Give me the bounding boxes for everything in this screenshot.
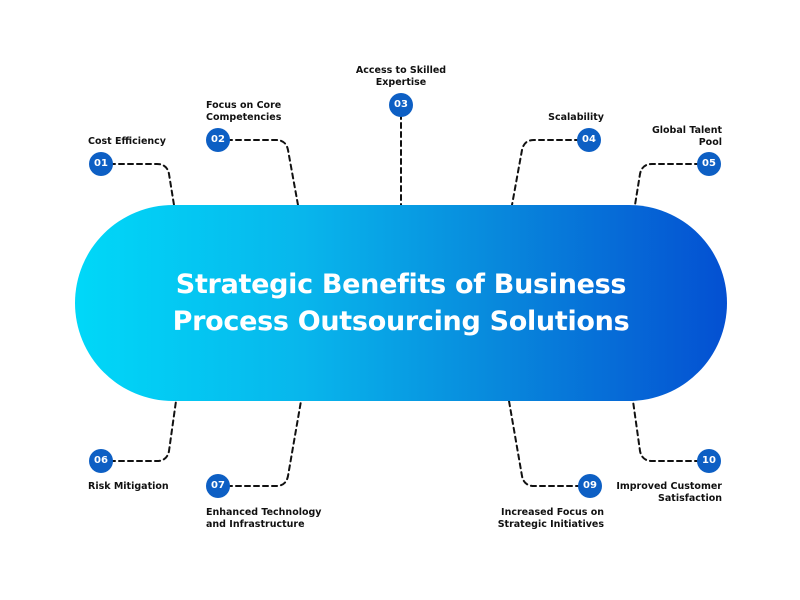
benefit-label-02: Focus on Core Competencies — [206, 100, 281, 124]
benefit-label-07-line-2: and Infrastructure — [206, 519, 305, 530]
connector-07 — [217, 400, 302, 487]
benefit-badge-07: 07 — [206, 474, 230, 498]
benefit-label-06: Risk Mitigation — [88, 481, 169, 493]
benefit-badge-10: 10 — [697, 449, 721, 473]
benefit-label-04-line-1: Scalability — [548, 112, 604, 123]
benefit-label-03-line-2: Expertise — [375, 77, 427, 88]
benefit-badge-06: 06 — [89, 449, 113, 473]
benefit-label-01-line-1: Cost Efficiency — [88, 136, 167, 147]
benefit-badge-04: 04 — [577, 128, 601, 152]
benefit-label-03-line-1: Access to Skilled — [355, 65, 447, 76]
benefit-badge-03: 03 — [389, 93, 413, 117]
benefit-badge-05: 05 — [697, 152, 721, 176]
benefit-label-02-line-2: Competencies — [206, 112, 282, 123]
benefit-label-03: Access to Skilled Expertise — [356, 65, 446, 89]
benefit-label-05-line-1: Global Talent — [651, 125, 722, 136]
benefit-label-10-line-1: Improved Customer — [616, 481, 722, 492]
diagram-title-line-2: Process Outsourcing Solutions — [172, 306, 630, 337]
benefit-label-07: Enhanced Technology and Infrastructure — [206, 507, 322, 531]
diagram-title: Strategic Benefits of Business Process O… — [141, 266, 661, 340]
benefit-label-09: Increased Focus on Strategic Initiatives — [498, 507, 604, 531]
benefit-label-04: Scalability — [548, 112, 604, 124]
connector-01 — [100, 163, 175, 206]
benefit-label-05-line-2: Pool — [698, 137, 722, 148]
connector-05 — [634, 163, 710, 206]
benefit-badge-01: 01 — [89, 152, 113, 176]
benefit-label-09-line-1: Increased Focus on — [501, 507, 604, 518]
benefit-badge-09: 09 — [578, 474, 602, 498]
benefit-label-07-line-1: Enhanced Technology — [206, 507, 322, 518]
benefit-label-02-line-1: Focus on Core — [206, 100, 282, 111]
diagram-title-line-1: Strategic Benefits of Business — [175, 269, 627, 300]
benefit-badge-02: 02 — [206, 128, 230, 152]
connector-04 — [511, 139, 590, 206]
connector-10 — [632, 400, 710, 462]
connector-02 — [217, 139, 299, 206]
central-title-pill: Strategic Benefits of Business Process O… — [75, 205, 727, 401]
benefit-label-10: Improved Customer Satisfaction — [616, 481, 722, 505]
benefit-label-01: Cost Efficiency — [88, 136, 166, 148]
benefit-label-05: Global Talent Pool — [652, 125, 722, 149]
connector-06 — [100, 400, 177, 462]
benefit-label-10-line-2: Satisfaction — [658, 493, 722, 504]
benefit-label-09-line-2: Strategic Initiatives — [497, 519, 604, 530]
benefit-label-06-line-1: Risk Mitigation — [88, 481, 169, 492]
connector-09 — [508, 400, 591, 487]
